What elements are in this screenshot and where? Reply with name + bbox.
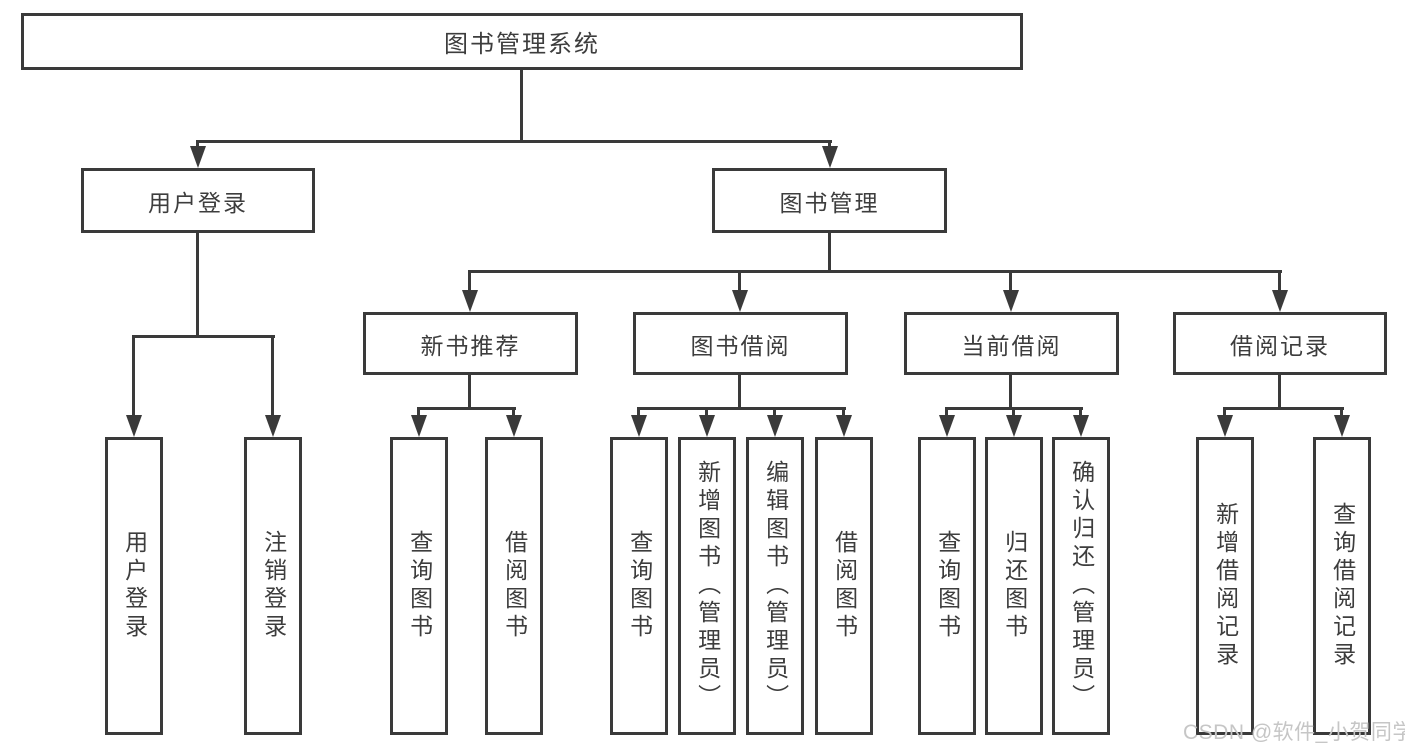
connector-hline [196,140,832,143]
connector-vline [1223,407,1226,415]
leaf-user-login: 用户登录 [105,437,163,735]
connector-arrowhead [462,290,478,312]
leaf-add-borrow-record: 新增借阅记录 [1196,437,1254,735]
leaf-logout: 注销登录 [244,437,302,735]
connector-vline [468,270,471,290]
connector-vline [738,270,741,290]
leaf-query-borrow-record: 查询借阅记录 [1313,437,1371,735]
node-root: 图书管理系统 [21,13,1023,70]
connector-arrowhead [190,146,206,168]
connector-arrowhead [1006,415,1022,437]
node-book-management: 图书管理 [712,168,947,233]
connector-arrowhead [1217,415,1233,437]
leaf-add-book-admin: 新增图书（管理员） [678,437,736,735]
connector-vline [1340,407,1343,415]
connector-vline [945,407,948,415]
csdn-watermark: CSDN @软件_小贺同学 [1183,721,1405,744]
connector-vline [1079,407,1082,415]
leaf-confirm-return-admin: 确认归还（管理员） [1052,437,1110,735]
connector-vline [271,335,274,415]
connector-arrowhead [265,415,281,437]
connector-arrowhead [126,415,142,437]
connector-vline [468,375,471,407]
leaf-return-book: 归还图书 [985,437,1043,735]
connector-hline [132,335,275,338]
connector-vline [738,375,741,407]
leaf-query-books-current: 查询图书 [918,437,976,735]
connector-vline [773,407,776,415]
connector-arrowhead [631,415,647,437]
connector-arrowhead [411,415,427,437]
connector-vline [637,407,640,415]
connector-arrowhead [1073,415,1089,437]
connector-vline [828,232,831,270]
node-current-borrowing: 当前借阅 [904,312,1119,375]
connector-vline [828,140,831,146]
leaf-edit-book-admin: 编辑图书（管理员） [746,437,804,735]
connector-vline [417,407,420,415]
connector-hline [468,270,1282,273]
connector-vline [132,335,135,415]
connector-vline [520,70,523,140]
connector-vline [705,407,708,415]
connector-arrowhead [699,415,715,437]
connector-vline [512,407,515,415]
connector-vline [1009,270,1012,290]
leaf-query-books-recommend: 查询图书 [390,437,448,735]
connector-vline [196,233,199,335]
connector-arrowhead [732,290,748,312]
node-borrowing-records: 借阅记录 [1173,312,1387,375]
connector-vline [1278,375,1281,407]
leaf-borrow-books-borrowing: 借阅图书 [815,437,873,735]
connector-arrowhead [1272,290,1288,312]
connector-vline [842,407,845,415]
connector-arrowhead [767,415,783,437]
connector-hline [417,407,516,410]
connector-arrowhead [506,415,522,437]
connector-arrowhead [1334,415,1350,437]
connector-vline [196,140,199,146]
connector-arrowhead [822,146,838,168]
leaf-borrow-books-recommend: 借阅图书 [485,437,543,735]
connector-arrowhead [939,415,955,437]
connector-hline [1223,407,1344,410]
node-new-book-recommendation: 新书推荐 [363,312,578,375]
connector-vline [1012,407,1015,415]
node-user-login: 用户登录 [81,168,315,233]
leaf-query-books-borrowing: 查询图书 [610,437,668,735]
connector-arrowhead [836,415,852,437]
connector-vline [1009,375,1012,407]
connector-hline [637,407,846,410]
node-book-borrowing: 图书借阅 [633,312,848,375]
connector-vline [1278,270,1281,290]
connector-arrowhead [1003,290,1019,312]
